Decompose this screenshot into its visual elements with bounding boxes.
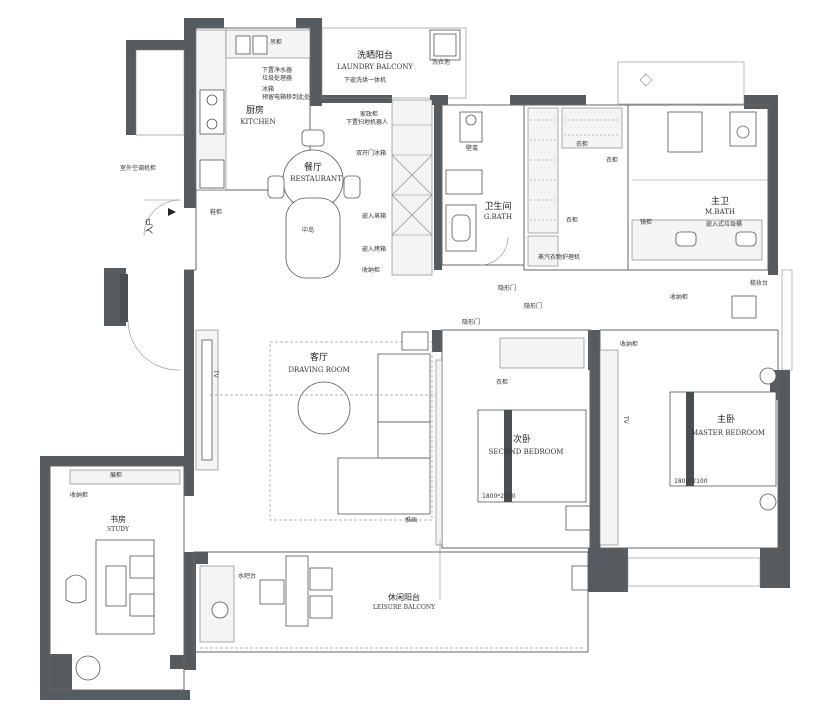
- label-storage-kitchen: 收纳柜: [362, 266, 380, 274]
- kitchen-cabinets: [195, 29, 433, 276]
- label-outdoor: 室外空调机柜: [120, 164, 156, 172]
- label-storage-study: 收纳柜: [70, 491, 88, 499]
- room-labels: 厨房 KITCHEN 洗晒阳台 LAUNDRY BALCONY 餐厅 RESTA…: [107, 49, 765, 611]
- drawing-label-en: DRAVING ROOM: [288, 366, 349, 374]
- label-vanity: 梳妆台: [750, 279, 768, 287]
- label-storage-mbath: 收纳柜: [670, 293, 688, 301]
- label-mirror: 镜柜: [640, 218, 652, 226]
- restaurant-label-en: RESTAURANT: [290, 175, 342, 183]
- label-tv-living: TV: [212, 369, 219, 379]
- label-display-cab: 展柜: [110, 471, 122, 479]
- second-bedroom-furniture: [435, 337, 591, 546]
- label-bar: 水吧台: [238, 572, 256, 580]
- label-curtain: 推画: [405, 516, 417, 524]
- study-furniture: [65, 469, 181, 681]
- label-bed-master: 1800*2100: [674, 478, 708, 485]
- laundry-fixtures: [429, 29, 461, 61]
- second-bedroom-label-en: SECOND BEDROOM: [489, 448, 564, 456]
- leisure-balcony-label-en: LEISURE BALCONY: [373, 604, 436, 611]
- label-closet: 壁龛: [466, 144, 478, 152]
- master-bedroom-furniture: [599, 295, 777, 546]
- label-wardrobe-d: 衣柜: [496, 378, 508, 386]
- master-bedroom-label-zh: 主卧: [717, 413, 735, 425]
- corridor-wardrobes: [527, 107, 623, 267]
- label-fridge-b: 预留电箱移到此处: [262, 93, 310, 101]
- label-dbl-fridge: 双开门冰箱: [356, 149, 386, 157]
- label-oven: 嵌入烤箱: [362, 245, 386, 253]
- label-water: 下置净水器: [262, 66, 292, 74]
- label-hidden-door-c: 隐形门: [462, 318, 480, 326]
- laundry-label-en: LAUNDRY BALCONY: [337, 63, 413, 71]
- label-hidden-door-b: 隐形门: [524, 302, 542, 310]
- label-island: 中岛: [302, 226, 314, 234]
- kitchen-label-zh: 厨房: [246, 104, 264, 116]
- entry-label: 入户: [144, 218, 154, 234]
- label-laundry-pool: 洗衣池: [432, 58, 450, 66]
- laundry-label-zh: 洗晒阳台: [357, 49, 393, 61]
- label-hidden-door-a: 隐形门: [498, 284, 516, 292]
- restaurant-label-zh: 餐厅: [304, 161, 322, 173]
- gbath-fixtures: [445, 111, 509, 266]
- label-fridge-a: 冰箱: [262, 85, 274, 93]
- label-recessed: 嵌入式垃圾桶: [706, 220, 742, 228]
- label-bed-second: 1800*2100: [482, 493, 516, 500]
- second-bedroom-label-zh: 次卧: [513, 433, 531, 445]
- leisure-balcony-furniture: [199, 540, 589, 649]
- walls: [40, 18, 790, 700]
- master-bedroom-label-en: MASTER BEDROOM: [691, 429, 765, 437]
- leisure-balcony-label-zh: 休闲阳台: [388, 592, 420, 602]
- drawing-label-zh: 客厅: [310, 351, 328, 363]
- label-wardrobe-a: 衣柜: [576, 140, 588, 148]
- study-label-zh: 书房: [110, 514, 126, 524]
- label-ht2: 下置扫地机器人: [346, 118, 388, 126]
- label-tv-master: TV: [622, 415, 629, 425]
- label-wall-cab: 吊柜: [270, 38, 282, 46]
- living-room-furniture: [195, 329, 436, 521]
- label-care: 蒸汽衣物护理机: [538, 253, 580, 261]
- label-wardrobe-b: 衣柜: [606, 156, 618, 164]
- mbath-label-zh: 主卫: [711, 195, 729, 207]
- label-ht1: 家政柜: [360, 110, 378, 118]
- kitchen-label-en: KITCHEN: [240, 118, 275, 126]
- gbath-label-zh: 卫生间: [484, 200, 511, 212]
- dining-set: [267, 129, 361, 279]
- label-shoe: 鞋柜: [210, 208, 222, 216]
- label-storage-master: 收纳柜: [620, 340, 638, 348]
- entry-door: [127, 199, 181, 371]
- label-wash-dry: 下嵌洗烘一体机: [344, 76, 386, 84]
- label-disposer: 垃圾处理器: [262, 74, 292, 82]
- gbath-label-en: G.BATH: [484, 213, 512, 221]
- annotation-labels: 入户 吊柜 下置净水器 垃圾处理器 冰箱 预留电箱移到此处 室外空调机柜 鞋柜 …: [70, 38, 768, 580]
- label-steam: 嵌入蒸箱: [362, 212, 386, 220]
- label-wardrobe-c: 衣柜: [566, 216, 578, 224]
- mbath-fixtures: [631, 73, 768, 261]
- mbath-label-en: M.BATH: [705, 208, 735, 216]
- study-label-en: STUDY: [107, 526, 130, 533]
- room-outlines: [49, 27, 793, 691]
